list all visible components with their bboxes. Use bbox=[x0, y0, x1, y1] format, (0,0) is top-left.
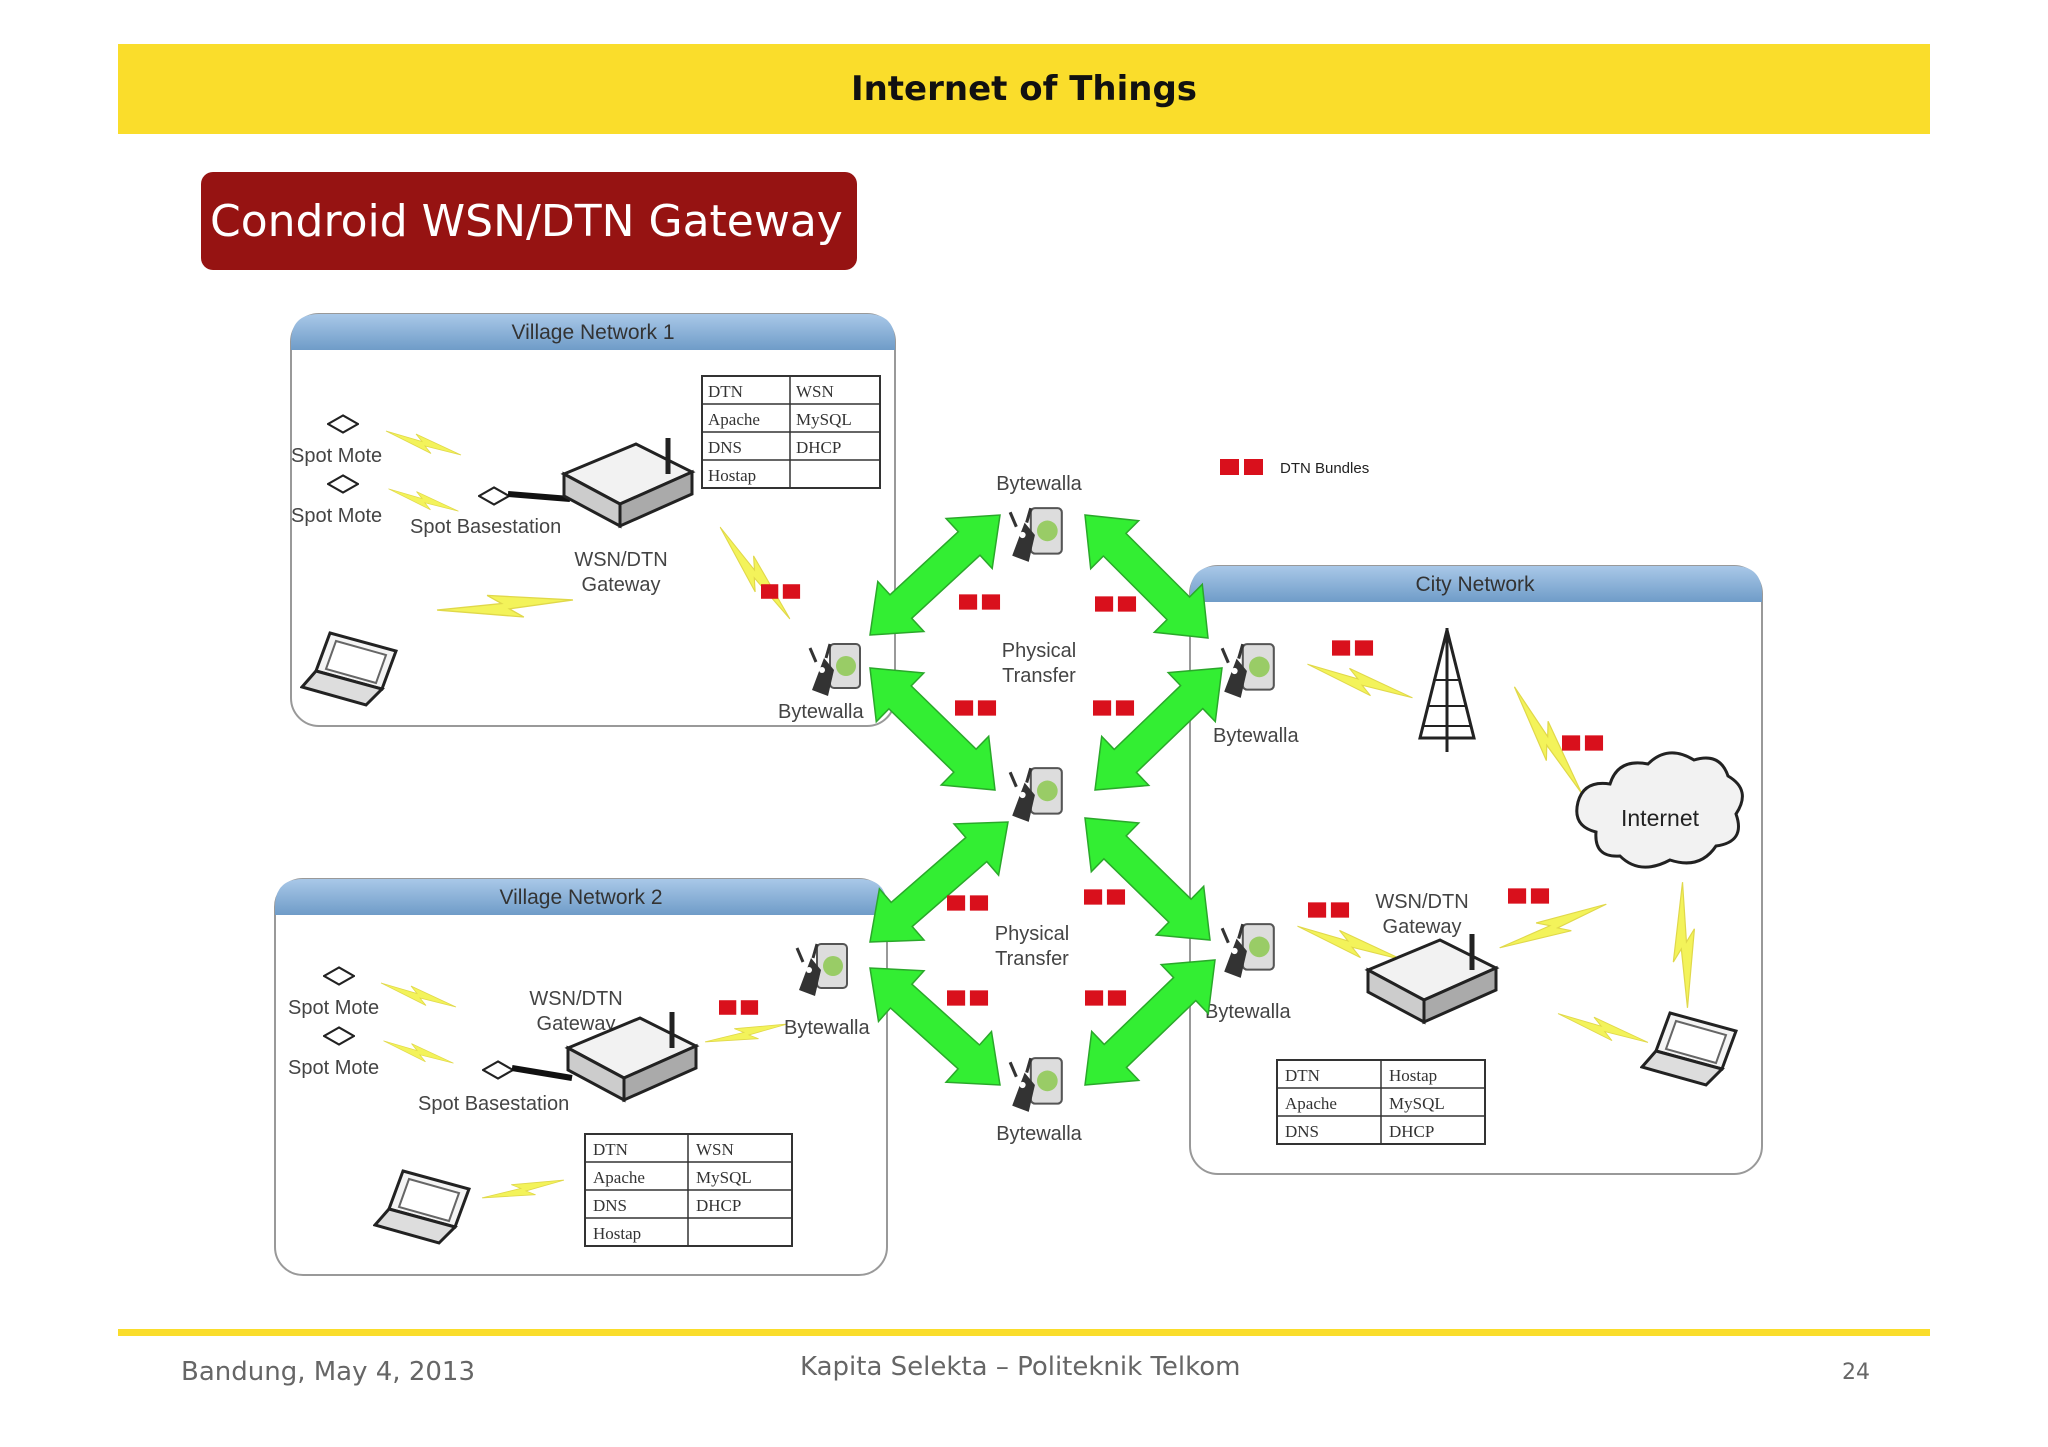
dtn-bundle-icon bbox=[947, 895, 989, 911]
table-cell: Apache bbox=[593, 1168, 645, 1187]
dtn-bundle-icon bbox=[959, 594, 1001, 610]
dtn-bundle-icon bbox=[955, 700, 997, 716]
physical-transfer-1-line2: Transfer bbox=[1002, 665, 1076, 687]
bytewalla-robot-icon bbox=[1008, 1056, 1064, 1114]
dtn-bundle-icon bbox=[1220, 459, 1263, 475]
table-cell: WSN bbox=[796, 382, 834, 401]
radio-tower-icon bbox=[1418, 628, 1476, 752]
city-gateway-line1: WSN/DTN bbox=[1375, 891, 1468, 913]
double-arrow-icon bbox=[1094, 667, 1223, 791]
table-cell: Hostap bbox=[1389, 1066, 1437, 1085]
village-2-spot-mote-1: Spot Mote bbox=[288, 997, 379, 1019]
table-cell: DNS bbox=[1285, 1122, 1319, 1141]
legend: DTN Bundles bbox=[1220, 459, 1369, 477]
table-cell: Apache bbox=[708, 410, 760, 429]
legend-label: DTN Bundles bbox=[1280, 460, 1369, 477]
physical-transfer-2-line1: Physical bbox=[995, 923, 1069, 945]
footer-course: Kapita Selekta – Politeknik Telkom bbox=[800, 1352, 1241, 1382]
table-cell: DHCP bbox=[696, 1196, 741, 1215]
village-2-gateway-line2: Gateway bbox=[537, 1013, 616, 1035]
double-arrow-icon bbox=[869, 967, 1001, 1086]
village-1-gateway-line1: WSN/DTN bbox=[574, 549, 667, 571]
city-bytewalla-1: Bytewalla bbox=[1213, 725, 1299, 747]
village-1-bytewalla: Bytewalla bbox=[778, 701, 864, 723]
internet-label: Internet bbox=[1621, 805, 1700, 831]
bytewalla-robot-icon bbox=[1008, 766, 1064, 824]
table-cell: MySQL bbox=[696, 1168, 752, 1187]
table-cell: Apache bbox=[1285, 1094, 1337, 1113]
transfer-arrows bbox=[869, 514, 1223, 1086]
city-table: DTN Hostap Apache MySQL DNS DHCP bbox=[1276, 1059, 1486, 1145]
city-title: City Network bbox=[1415, 573, 1535, 596]
page-number: 24 bbox=[1842, 1360, 1870, 1385]
table-cell: DTN bbox=[593, 1140, 628, 1159]
table-cell: MySQL bbox=[1389, 1094, 1445, 1113]
physical-transfer-2-line2: Transfer bbox=[995, 948, 1069, 970]
village-2-bytewalla: Bytewalla bbox=[784, 1017, 870, 1039]
footer-divider bbox=[118, 1329, 1930, 1336]
table-cell: DTN bbox=[1285, 1066, 1320, 1085]
village-2-gateway-line1: WSN/DTN bbox=[529, 988, 622, 1010]
village-1-basestation: Spot Basestation bbox=[410, 516, 561, 538]
village-network-2-panel: Village Network 2 Spot Mote Spot Mote WS… bbox=[274, 878, 888, 1276]
internet-cloud-icon: Internet bbox=[1575, 751, 1744, 869]
dtn-bundle-icon bbox=[947, 990, 989, 1006]
double-arrow-icon bbox=[1084, 514, 1209, 639]
table-cell: MySQL bbox=[796, 410, 852, 429]
table-cell: DTN bbox=[708, 382, 743, 401]
village-1-gateway-line2: Gateway bbox=[582, 574, 661, 596]
double-arrow-icon bbox=[1084, 959, 1216, 1086]
double-arrow-icon bbox=[869, 667, 996, 791]
village-2-title: Village Network 2 bbox=[499, 886, 662, 909]
table-cell: DHCP bbox=[1389, 1122, 1434, 1141]
village-1-title: Village Network 1 bbox=[511, 321, 674, 344]
table-cell: DNS bbox=[708, 438, 742, 457]
village-2-table: DTN WSN Apache MySQL DNS DHCP Hostap bbox=[584, 1133, 793, 1247]
header-title: Internet of Things bbox=[850, 69, 1198, 109]
footer-date: Bandung, May 4, 2013 bbox=[181, 1357, 475, 1387]
city-gateway-line2: Gateway bbox=[1383, 916, 1462, 938]
physical-transfer-1-line1: Physical bbox=[1002, 640, 1076, 662]
section-title: Condroid WSN/DTN Gateway bbox=[201, 172, 857, 270]
table-cell: DNS bbox=[593, 1196, 627, 1215]
village-1-spot-mote-1: Spot Mote bbox=[291, 445, 382, 467]
village-network-1-panel: Village Network 1 Spot Mote Spot Mote Sp… bbox=[290, 313, 896, 727]
table-cell: Hostap bbox=[593, 1224, 641, 1243]
village-1-spot-mote-2: Spot Mote bbox=[291, 505, 382, 527]
village-2-basestation: Spot Basestation bbox=[418, 1093, 569, 1115]
city-bytewalla-2: Bytewalla bbox=[1205, 1001, 1291, 1023]
header-bar: Internet of Things bbox=[118, 44, 1930, 134]
double-arrow-icon bbox=[1084, 817, 1211, 941]
city-network-panel: City Network Bytewalla Internet Bytewall… bbox=[1189, 565, 1763, 1175]
village-1-table: DTN WSN Apache MySQL DNS DHCP Hostap bbox=[701, 375, 881, 489]
table-cell: Hostap bbox=[708, 466, 756, 485]
table-cell: DHCP bbox=[796, 438, 841, 457]
dtn-bundle-icon bbox=[1084, 889, 1126, 905]
village-2-spot-mote-2: Spot Mote bbox=[288, 1057, 379, 1079]
center-bytewalla-bottom: Bytewalla bbox=[996, 1123, 1082, 1145]
center-transfer-area: Bytewalla Bytewalla Physical Transfer Ph… bbox=[869, 473, 1223, 1145]
table-cell: WSN bbox=[696, 1140, 734, 1159]
double-arrow-icon bbox=[869, 821, 1009, 943]
center-bytewalla-top: Bytewalla bbox=[996, 473, 1082, 495]
dtn-bundle-icon bbox=[1085, 990, 1127, 1006]
bytewalla-robot-icon bbox=[1008, 506, 1064, 564]
double-arrow-icon bbox=[869, 514, 1001, 636]
dtn-bundle-icon bbox=[1093, 700, 1135, 716]
dtn-bundle-icon bbox=[1095, 596, 1137, 612]
